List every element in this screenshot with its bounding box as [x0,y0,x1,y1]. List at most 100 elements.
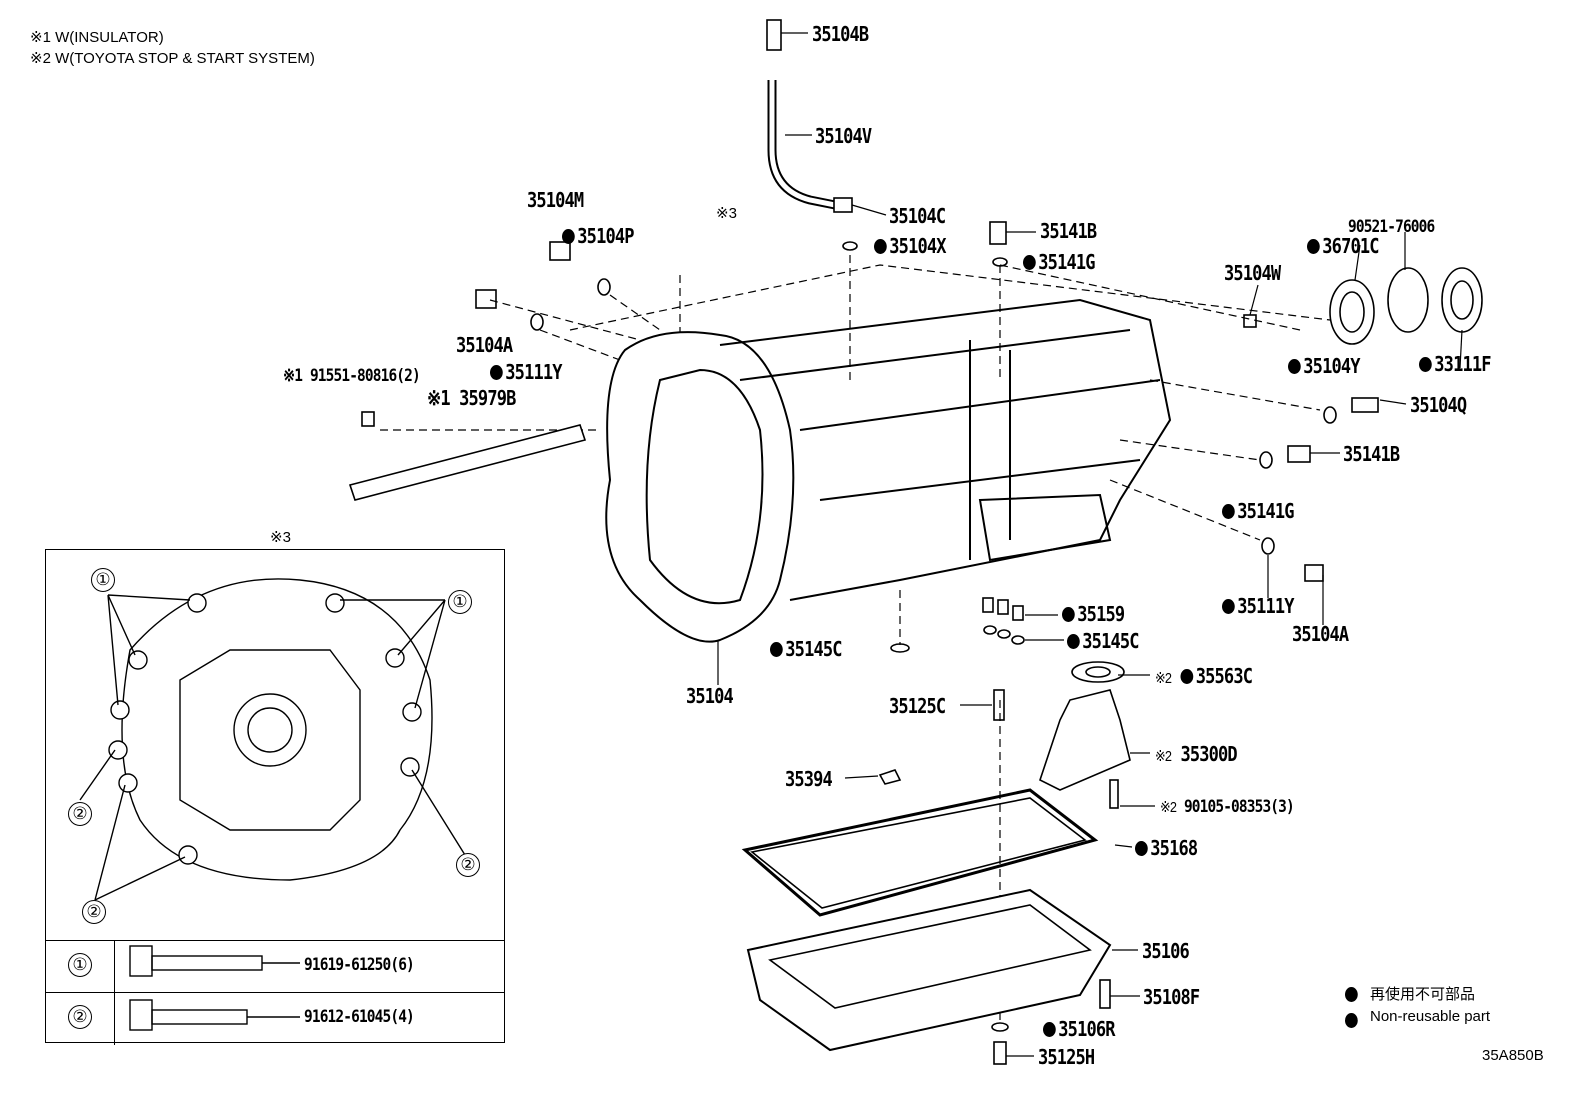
part-number: 35104X [889,234,946,258]
part-number: 35141G [1038,250,1095,274]
non-reusable-dot-icon [1419,357,1432,372]
non-reusable-dot-icon [1222,504,1235,519]
part-label-35141b[interactable]: 35141B [1040,219,1097,243]
part-label-35563c[interactable]: ※2 35563C [1155,664,1253,688]
part-number: 35104B [812,22,869,46]
non-reusable-dot-icon [874,239,887,254]
part-label-35141b-right[interactable]: 35141B [1343,442,1400,466]
figure-code: 35A850B [1482,1047,1544,1064]
inset-title: ※3 [270,529,291,546]
part-number: 35125C [889,694,946,718]
part-label-35104a[interactable]: 35104A [456,333,513,357]
part-number: ※1 35979B [427,386,516,410]
part-label-35104[interactable]: 35104 [686,684,734,708]
non-reusable-dot-icon [562,229,575,244]
insulator-bracket [348,424,587,501]
non-reusable-dot-icon [1135,841,1148,856]
legend-en: Non-reusable part [1370,1008,1491,1025]
callout-2: ② [456,853,480,877]
transmission-case [605,298,1172,643]
part-number: 35111Y [1237,594,1294,618]
part-label-90105-08353[interactable]: ※2 90105-08353(3) [1160,797,1295,817]
non-reusable-dot-icon [1067,634,1080,649]
ref-mark-2: ※2 [1155,670,1172,687]
part-number: 35168 [1150,836,1198,860]
part-label-35159[interactable]: 35159 [1062,602,1125,626]
part-label-35104p[interactable]: 35104P [562,224,634,248]
part-label-36701c[interactable]: 36701C [1307,234,1379,258]
part-number: 35104A [1292,622,1349,646]
part-label-35104x[interactable]: 35104X [874,234,946,258]
part-number: 35104M [527,188,584,212]
bolt-part-number[interactable]: 91619-61250(6) [304,955,415,975]
part-label-35394[interactable]: 35394 [785,767,833,791]
part-number: 35394 [785,767,833,791]
ref-mark-2: ※2 [1155,748,1172,765]
part-number: 35104W [1224,261,1281,285]
part-label-35979b[interactable]: ※1 35979B [427,386,516,410]
bolt-part-number[interactable]: 91612-61045(4) [304,1007,415,1027]
note-1: ※1 W(INSULATOR) [30,29,164,46]
part-label-35104q[interactable]: 35104Q [1410,393,1467,417]
non-reusable-dot-icon [1180,669,1194,684]
part-label-35125c[interactable]: 35125C [889,694,946,718]
part-number: 35108F [1143,985,1200,1009]
part-label-35141g[interactable]: 35141G [1023,250,1095,274]
part-label-35106r[interactable]: 35106R [1043,1017,1115,1041]
part-number: 35141B [1040,219,1097,243]
part-number: 35145C [785,637,842,661]
part-label-35168[interactable]: 35168 [1135,836,1198,860]
part-label-35125h[interactable]: 35125H [1038,1045,1095,1069]
part-number: 35111Y [505,360,562,384]
non-reusable-dot-icon [490,365,503,380]
part-label-35300d[interactable]: ※2 35300D [1155,742,1238,766]
part-label-35111y[interactable]: 35111Y [490,360,562,384]
part-number: 35104Q [1410,393,1467,417]
part-number: 35104C [889,204,946,228]
part-label-35108f[interactable]: 35108F [1143,985,1200,1009]
part-label-91551-80816[interactable]: ※1 91551-80816(2) [283,366,421,386]
part-number: 35104V [815,124,872,148]
row-key: ① [68,953,92,977]
part-number: 35104A [456,333,513,357]
part-number: ※1 91551-80816(2) [283,366,421,386]
part-label-35104m[interactable]: 35104M [527,188,584,212]
breather-assembly [766,19,858,251]
non-reusable-dot-icon [1222,599,1235,614]
callout-2: ② [82,900,106,924]
non-reusable-dot-icon [1043,1022,1056,1037]
part-label-35104c[interactable]: 35104C [889,204,946,228]
part-label-35141g-right[interactable]: 35141G [1222,499,1294,523]
non-reusable-dot-icon [1345,1013,1358,1028]
part-label-35111y-right[interactable]: 35111Y [1222,594,1294,618]
note-2: ※2 W(TOYOTA STOP & START SYSTEM) [30,50,315,67]
ref-mark-2: ※2 [1160,799,1177,816]
part-label-35106[interactable]: 35106 [1142,939,1190,963]
part-label-35145c-right[interactable]: 35145C [1067,629,1139,653]
part-number: 35104 [686,684,734,708]
part-label-90521-76006[interactable]: 90521-76006 [1348,217,1435,237]
part-number: 35300D [1180,742,1237,766]
part-number: 33111F [1434,352,1491,376]
bolt-row: ② 91612-61045(4) [46,992,504,1045]
part-label-35104y[interactable]: 35104Y [1288,354,1360,378]
part-number: 35125H [1038,1045,1095,1069]
row-key: ② [68,1005,92,1029]
non-reusable-dot-icon [1062,607,1075,622]
ref-mark-3: ※3 [716,205,737,222]
part-number: 35104Y [1303,354,1360,378]
part-number: 90521-76006 [1348,217,1435,237]
part-label-33111f[interactable]: 33111F [1419,352,1491,376]
part-label-35104b[interactable]: 35104B [812,22,869,46]
part-label-35104a-right[interactable]: 35104A [1292,622,1349,646]
part-label-35104w[interactable]: 35104W [1224,261,1281,285]
part-label-35145c-left[interactable]: 35145C [770,637,842,661]
part-label-35104v[interactable]: 35104V [815,124,872,148]
legend-jp: 再使用不可部品 [1370,986,1476,1003]
callout-1: ① [91,568,115,592]
part-number: 36701C [1322,234,1379,258]
part-number: 35104P [577,224,634,248]
part-number: 35106R [1058,1017,1115,1041]
